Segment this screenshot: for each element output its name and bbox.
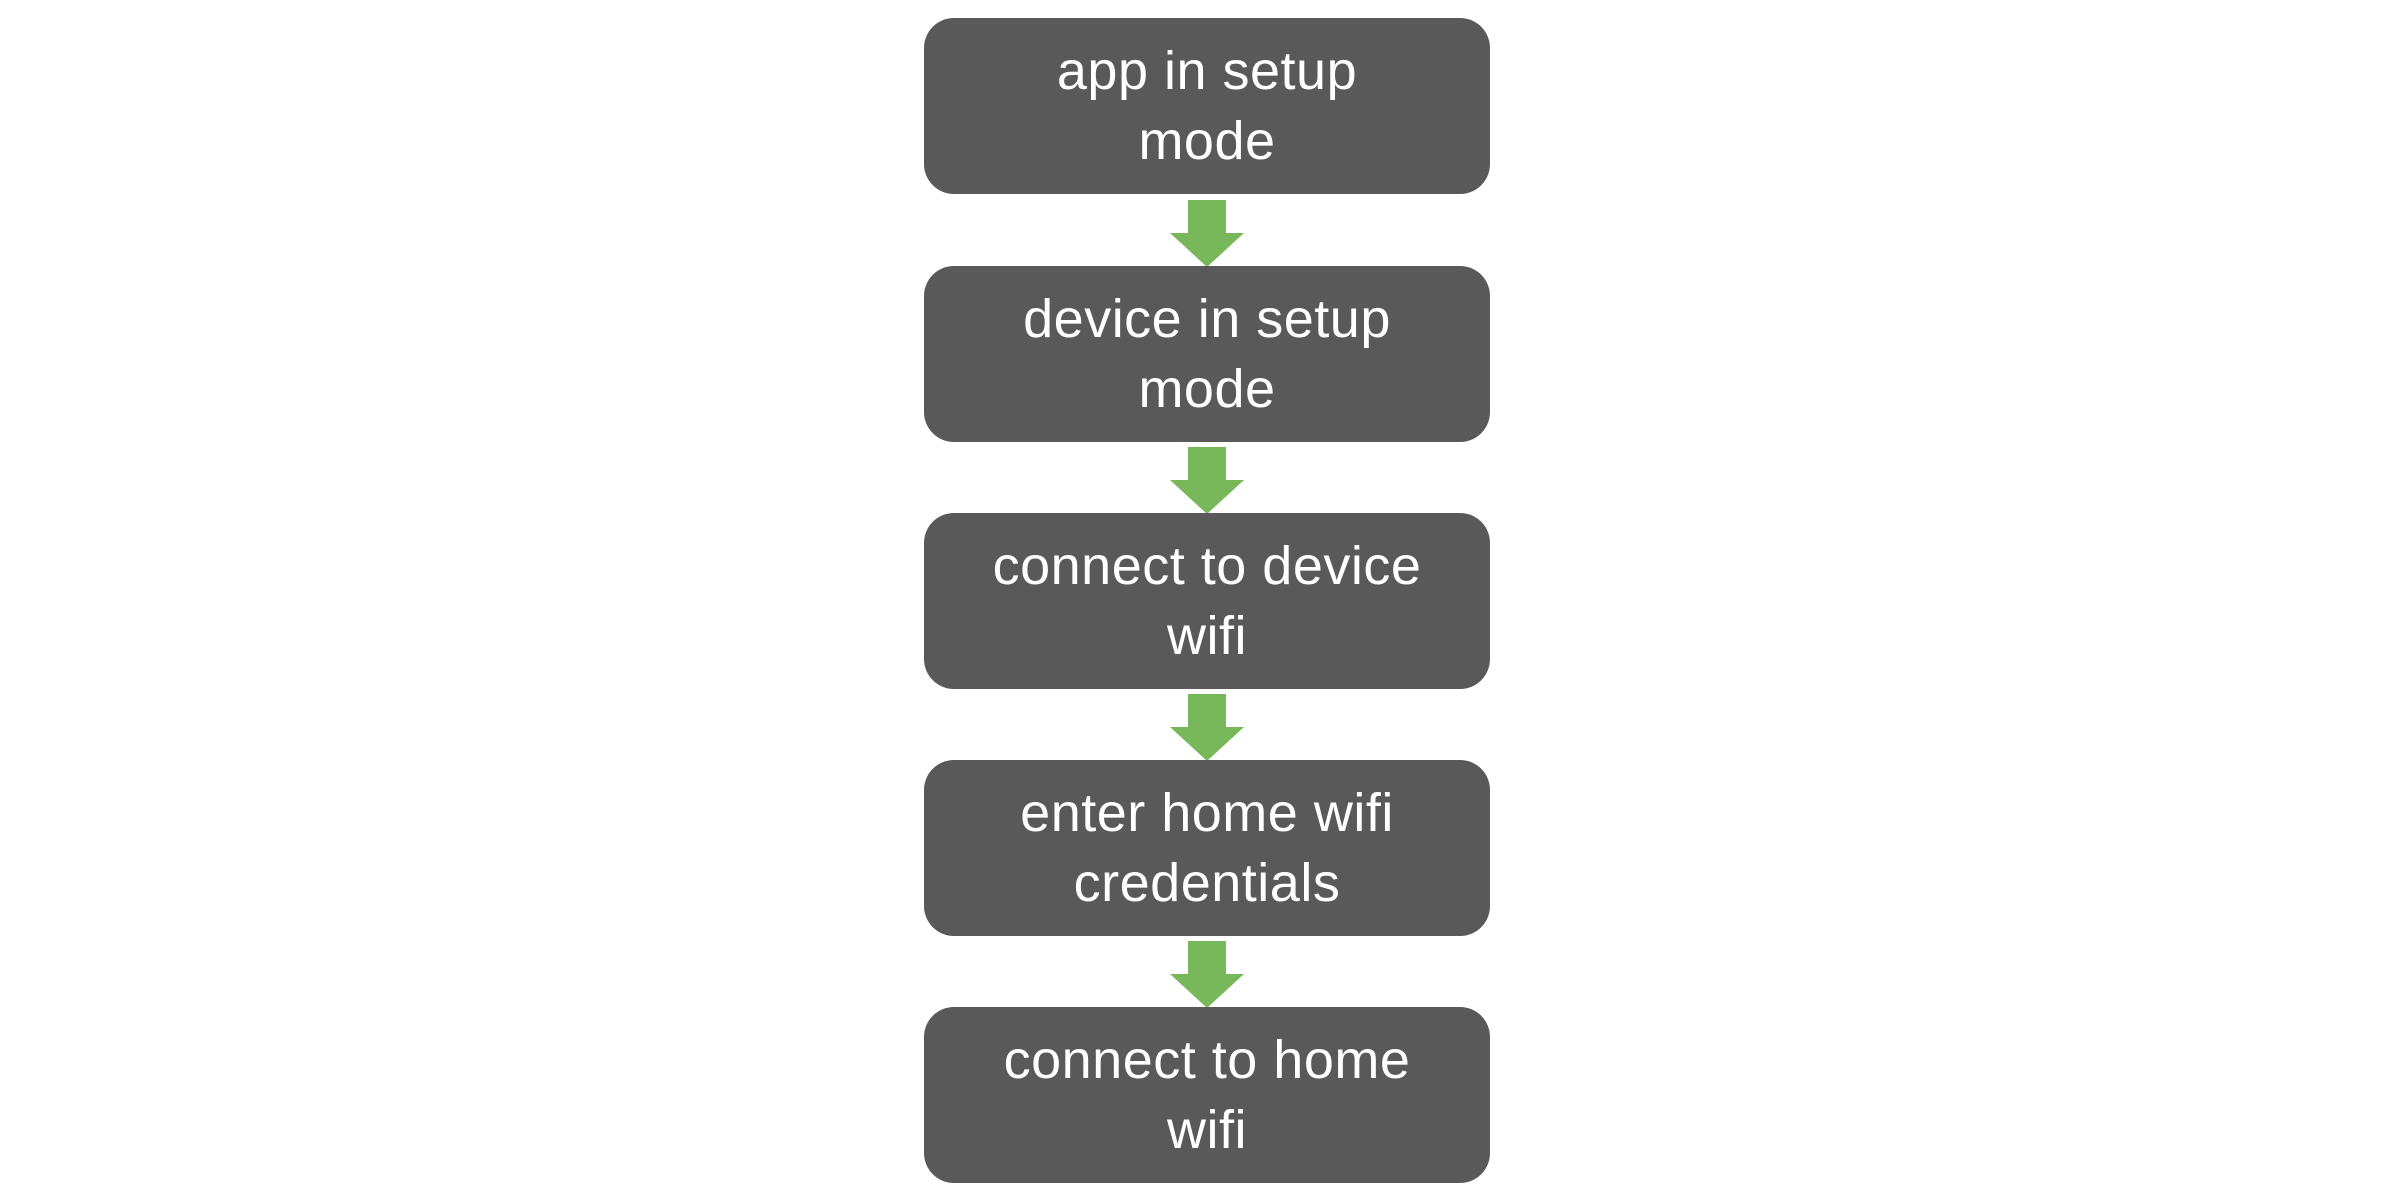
step-label: connect to device wifi	[992, 536, 1422, 666]
step-label: connect to home wifi	[1003, 1030, 1411, 1160]
step-app-setup-mode: app in setup mode	[924, 18, 1490, 194]
arrow-down-icon	[1170, 200, 1244, 267]
arrow-down-icon	[1170, 694, 1244, 761]
step-label: enter home wifi credentials	[1020, 783, 1394, 913]
step-connect-home-wifi: connect to home wifi	[924, 1007, 1490, 1183]
step-label: device in setup mode	[1023, 289, 1391, 419]
step-label: app in setup mode	[1056, 41, 1358, 171]
arrow-down-icon	[1170, 447, 1244, 514]
step-device-setup-mode: device in setup mode	[924, 266, 1490, 442]
step-enter-home-wifi-credentials: enter home wifi credentials	[924, 760, 1490, 936]
step-connect-device-wifi: connect to device wifi	[924, 513, 1490, 689]
arrow-down-icon	[1170, 941, 1244, 1008]
